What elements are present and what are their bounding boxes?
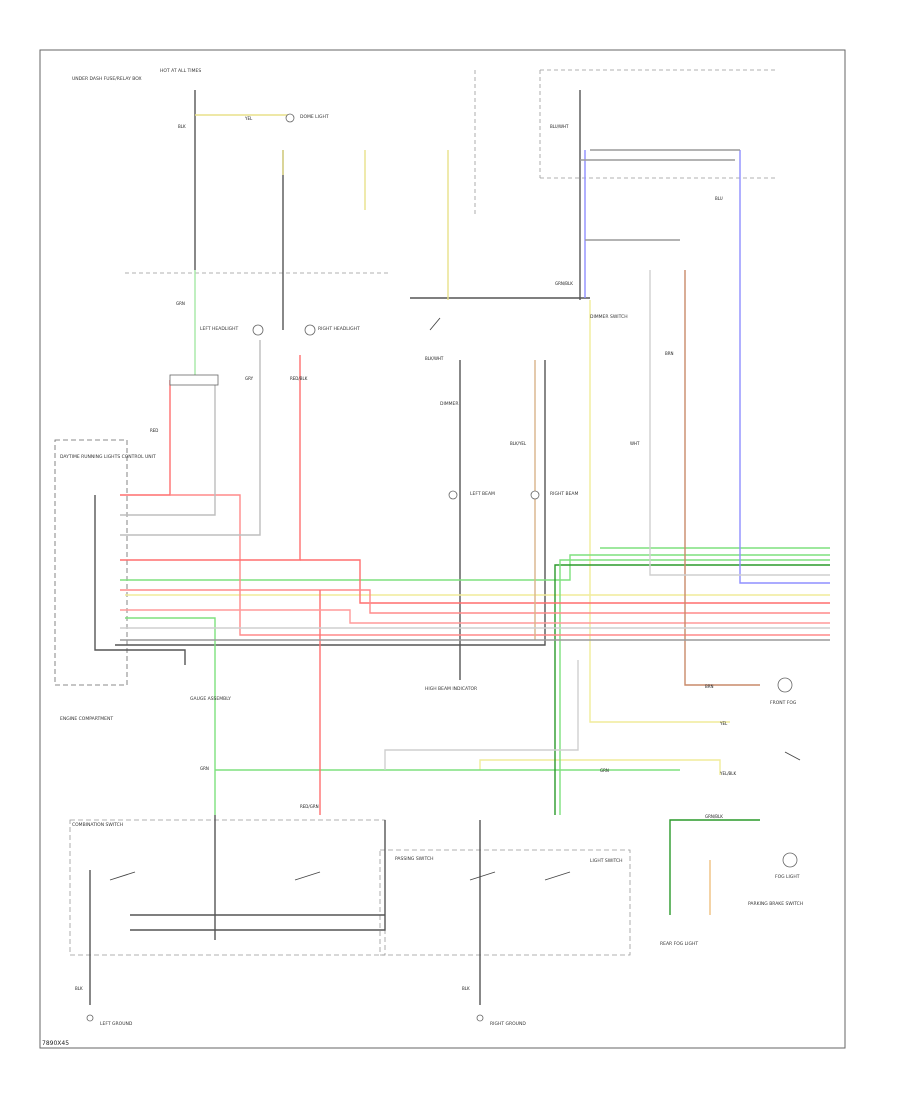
wire-label-red-1: RED [150,428,158,433]
wire-label-grn-3: GRN [200,766,209,771]
wire-black-6 [130,820,386,931]
wire-gray-2 [120,375,216,516]
wire-red-5 [120,589,830,614]
wire-label-blk-3: BLK [462,986,470,991]
wire-green-2 [120,554,830,581]
parking-switch-icon [784,751,801,761]
label-front-fog: FRONT FOG [770,700,797,706]
wire-gray-7 [384,660,579,770]
wire-label-grn-2: GRN [600,768,609,773]
label-parking-brake: PARKING BRAKE SWITCH [748,901,803,907]
indicator-lamp-icon [448,490,458,500]
label-engine-compartment: ENGINE COMPARTMENT [60,716,113,722]
wire-green-5 [554,564,830,815]
combination-switch-box [69,819,386,956]
wire-red-4 [300,559,830,604]
label-dome-light: DOME LIGHT [300,114,329,120]
wire-yellow-5 [589,300,730,723]
component-group [86,113,798,1022]
wire-yellow-6 [479,759,721,775]
label-high-beam-indicator: HIGH BEAM INDICATOR [425,686,477,692]
wire-label-blk-wht: BLK/WHT [425,356,444,361]
wire-label-wht: WHT [630,441,640,446]
label-light-switch: LIGHT SWITCH [590,858,623,864]
label-dimmer-switch: DIMMER SWITCH [590,314,628,320]
label-rear-fog-light: REAR FOG LIGHT [660,941,698,947]
relay-switch-icon [429,317,441,331]
dimmer-switch-icon [294,871,321,881]
label-passing-switch: PASSING SWITCH [395,856,433,862]
label-under-dash-box: UNDER DASH FUSE/RELAY BOX [72,76,142,82]
label-group: UNDER DASH FUSE/RELAY BOX HOT AT ALL TIM… [42,68,803,1047]
label-right-ground: RIGHT GROUND [490,1021,526,1027]
label-left-beam: LEFT BEAM [470,491,495,497]
wire-label-yel-1: YEL [244,116,253,121]
label-fog-light: FOG LIGHT [775,874,800,880]
label-right-headlight: RIGHT HEADLIGHT [318,326,360,332]
fog-switch-icon [544,871,571,881]
wire-group [89,90,830,1005]
wire-black-5 [115,360,546,646]
ground-right-icon [476,1014,484,1022]
fog-light-icon [777,677,793,693]
wire-label-blk-yel: BLK/YEL [510,441,527,446]
wire-label-red-blk: RED/BLK [290,376,308,381]
switch-group [109,317,801,881]
wire-label-grn-1: GRN [176,301,185,306]
wire-gray-1 [120,340,261,536]
light-switch-icon [109,871,136,881]
headlight-right-icon [304,324,316,336]
wire-label-gry: GRY [245,376,254,381]
wire-label-blu-wht: BLU/WHT [550,124,569,129]
wire-label-blu: BLU [715,196,723,201]
wire-green-3 [125,617,216,815]
wire-label-grn-blk: GRN/BLK [555,281,573,286]
label-left-ground: LEFT GROUND [100,1021,133,1027]
wire-label-blk-2: BLK [75,986,83,991]
label-combination-switch: COMBINATION SWITCH [72,822,123,828]
relay-coil-icon [169,374,219,386]
passing-switch-icon [469,871,496,881]
ground-left-icon [86,1014,94,1022]
headlight-left-icon [252,324,264,336]
label-right-beam: RIGHT BEAM [550,491,579,497]
wire-label-blk-1: BLK [178,124,186,129]
footer-code: 7890X45 [42,1040,69,1047]
diagram-border [39,49,846,1049]
relay-box-left [54,439,128,686]
wire-red-7 [120,609,830,624]
wire-red-1 [120,380,171,496]
indicator-lamp-2-icon [530,490,540,500]
wire-blue-2 [739,150,830,584]
label-dimmer: DIMMER [440,401,459,407]
rear-fog-light-icon [782,852,798,868]
wire-label-brn-2: BRN [705,684,714,689]
label-daytime-relay: DAYTIME RUNNING LIGHTS CONTROL UNIT [60,454,156,460]
dome-light-icon [285,113,295,123]
label-left-headlight: LEFT HEADLIGHT [200,326,239,332]
wire-label-brn: BRN [665,351,674,356]
label-hot-all-times: HOT AT ALL TIMES [160,68,201,74]
label-gauge-assembly: GAUGE ASSEMBLY [190,696,231,702]
wire-label-yel-blk: YEL/BLK [719,771,737,776]
wire-label-grn-blk-2: GRN/BLK [705,814,723,819]
wire-label-red-grn: RED/GRN [300,804,319,809]
wire-gray-3 [649,270,830,576]
wire-green-7 [669,819,760,915]
wire-brown-1 [684,270,760,686]
wire-black-3 [94,495,186,665]
wire-label-yel-2: YEL [719,721,728,726]
passing-switch-box [379,849,631,956]
